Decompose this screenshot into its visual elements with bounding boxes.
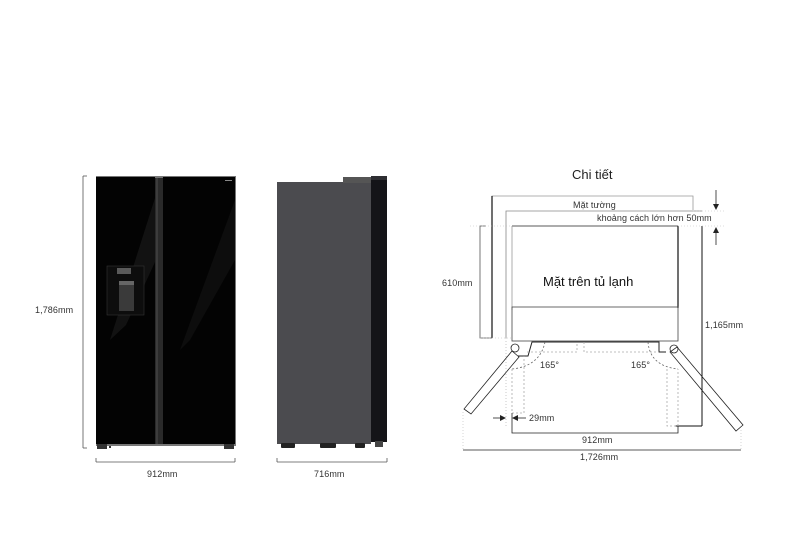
front-fridge-body	[96, 176, 236, 449]
total-width-label: 1,726mm	[580, 452, 619, 462]
clearance-label: khoảng cách lớn hơn 50mm	[597, 213, 712, 223]
clearance-frame	[505, 210, 702, 338]
hinge-gap-label: 29mm	[529, 413, 555, 423]
width-dimension-line	[95, 458, 236, 463]
side-fridge-body	[277, 176, 387, 448]
fridge-top-label: Mặt trên tủ lạnh	[543, 274, 634, 289]
left-open-door	[463, 350, 520, 415]
left-angle-label: 165°	[540, 360, 560, 370]
detail-title: Chi tiết	[572, 167, 613, 182]
wall-label: Mặt tường	[573, 200, 616, 210]
front-width-label: 912mm	[147, 469, 178, 479]
right-angle-label: 165°	[631, 360, 651, 370]
front-height-label: 1,786mm	[35, 305, 74, 315]
detail-width-label: 912mm	[582, 435, 613, 445]
depth-dimension-line	[276, 458, 388, 463]
depth-610-label: 610mm	[442, 278, 473, 288]
height-dimension-line	[82, 175, 87, 449]
right-open-door	[669, 346, 744, 432]
door-open-depth-label: 1,165mm	[705, 320, 744, 330]
side-depth-label: 716mm	[314, 469, 345, 479]
